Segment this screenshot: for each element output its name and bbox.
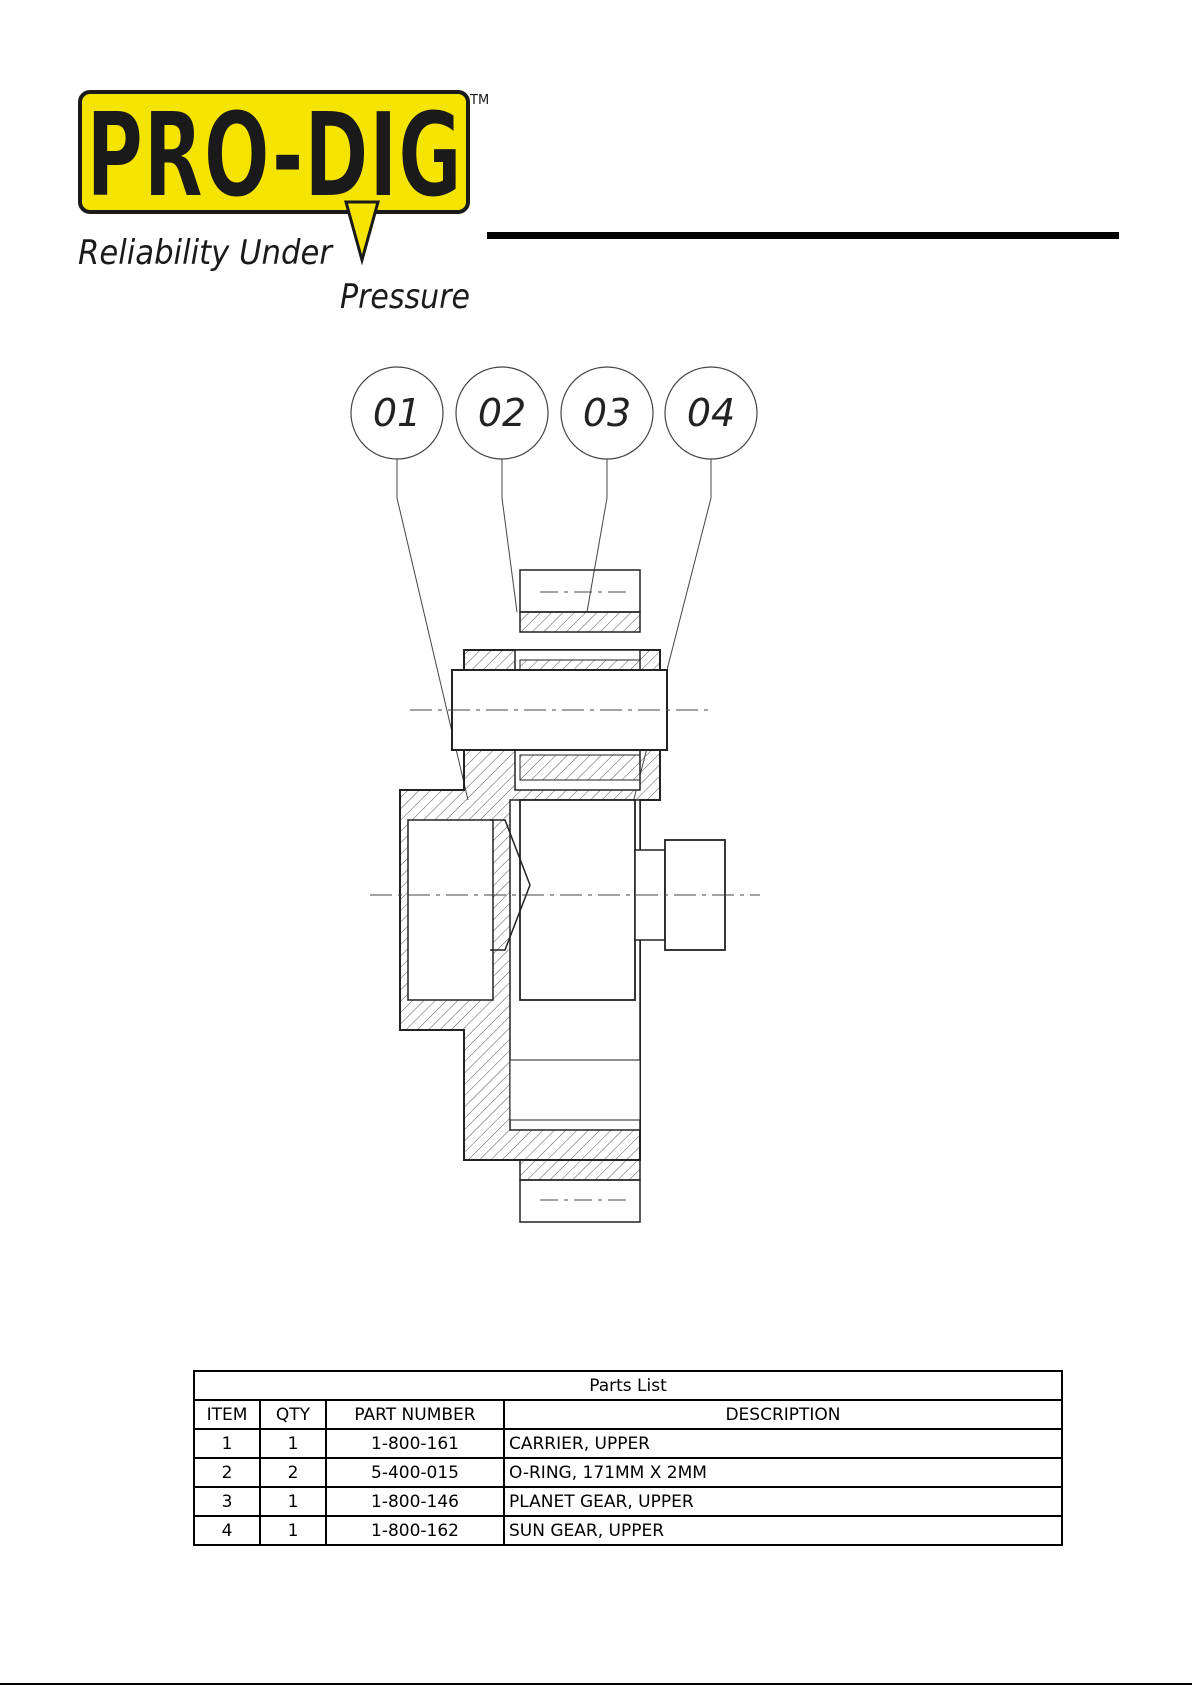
cell-qty: 1 xyxy=(260,1487,326,1516)
svg-text:Reliability Under: Reliability Under xyxy=(78,233,334,273)
cell-part-number: 5-400-015 xyxy=(326,1458,504,1487)
assembly-drawing-svg: 01 02 03 04 xyxy=(340,360,780,1240)
balloon-01: 01 xyxy=(351,367,443,459)
balloon-01-label: 01 xyxy=(373,391,421,435)
parts-list-header-row: ITEM QTY PART NUMBER DESCRIPTION xyxy=(194,1400,1062,1429)
balloon-02-label: 02 xyxy=(478,391,526,435)
balloon-03: 03 xyxy=(561,367,653,459)
parts-list-title-row: Parts List xyxy=(194,1371,1062,1400)
cell-part-number: 1-800-161 xyxy=(326,1429,504,1458)
cell-item: 1 xyxy=(194,1429,260,1458)
header-description: DESCRIPTION xyxy=(504,1400,1062,1429)
balloon-02: 02 xyxy=(456,367,548,459)
header-part-number: PART NUMBER xyxy=(326,1400,504,1429)
balloon-04: 04 xyxy=(665,367,757,459)
planet-gear-bottom xyxy=(520,1160,640,1222)
cell-item: 3 xyxy=(194,1487,260,1516)
parts-list-title: Parts List xyxy=(194,1371,1062,1400)
cell-qty: 2 xyxy=(260,1458,326,1487)
header-item: ITEM xyxy=(194,1400,260,1429)
cell-qty: 1 xyxy=(260,1429,326,1458)
header-qty: QTY xyxy=(260,1400,326,1429)
table-row: 1 1 1-800-161 CARRIER, UPPER xyxy=(194,1429,1062,1458)
planet-pin xyxy=(410,670,710,750)
table-row: 2 2 5-400-015 O-RING, 171MM X 2MM xyxy=(194,1458,1062,1487)
logo-graphic: PRO-DIG TM Reliability Under Pressure xyxy=(78,84,488,314)
header-rule xyxy=(487,232,1119,239)
cell-description: SUN GEAR, UPPER xyxy=(504,1516,1062,1545)
pro-dig-logo: PRO-DIG TM Reliability Under Pressure xyxy=(78,84,488,314)
svg-text:TM: TM xyxy=(469,93,488,108)
svg-text:Pressure: Pressure xyxy=(340,277,470,314)
table-row: 4 1 1-800-162 SUN GEAR, UPPER xyxy=(194,1516,1062,1545)
table-row: 3 1 1-800-146 PLANET GEAR, UPPER xyxy=(194,1487,1062,1516)
balloon-04-label: 04 xyxy=(687,391,735,435)
cell-description: O-RING, 171MM X 2MM xyxy=(504,1458,1062,1487)
cell-description: CARRIER, UPPER xyxy=(504,1429,1062,1458)
cell-qty: 1 xyxy=(260,1516,326,1545)
cell-description: PLANET GEAR, UPPER xyxy=(504,1487,1062,1516)
balloon-03-label: 03 xyxy=(583,391,631,435)
parts-list-table: Parts List ITEM QTY PART NUMBER DESCRIPT… xyxy=(193,1370,1063,1546)
svg-text:PRO-DIG: PRO-DIG xyxy=(86,86,462,224)
cell-item: 2 xyxy=(194,1458,260,1487)
cell-part-number: 1-800-146 xyxy=(326,1487,504,1516)
assembly-drawing: 01 02 03 04 xyxy=(340,360,780,1240)
cell-item: 4 xyxy=(194,1516,260,1545)
planet-gear-top xyxy=(520,570,640,632)
cell-part-number: 1-800-162 xyxy=(326,1516,504,1545)
